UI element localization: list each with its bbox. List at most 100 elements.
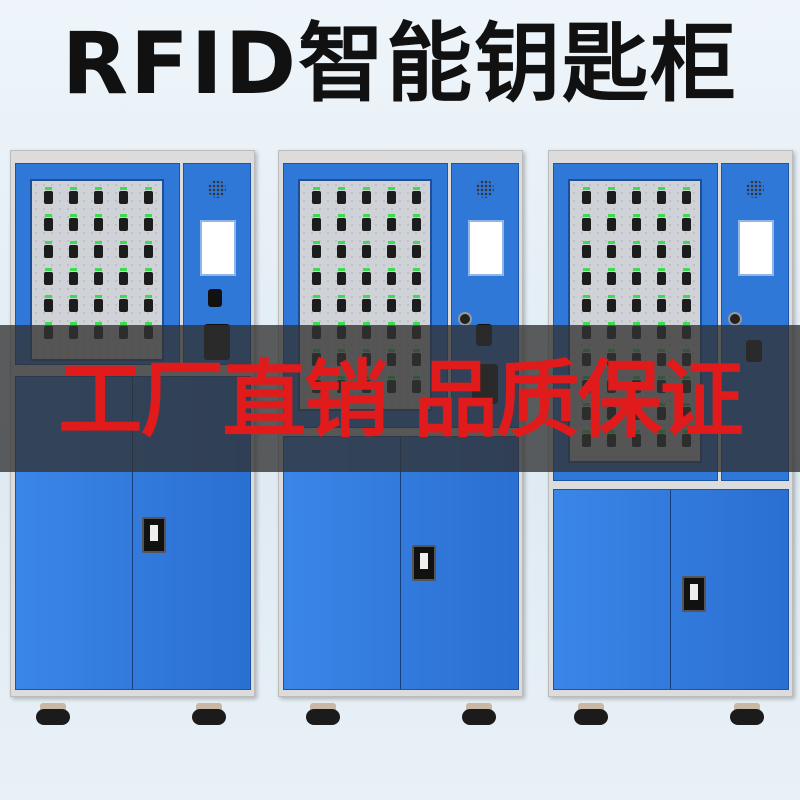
- key-slot: [69, 241, 78, 258]
- key-slot: [144, 295, 153, 312]
- key-slot: [362, 214, 371, 231]
- key-slot: [69, 295, 78, 312]
- key-slot: [362, 241, 371, 258]
- key-slot: [412, 268, 421, 285]
- key-slot: [312, 214, 321, 231]
- lock-icon[interactable]: [728, 312, 742, 326]
- caster-wheel-icon: [462, 703, 496, 725]
- touch-screen[interactable]: [200, 220, 236, 276]
- key-slot: [119, 295, 128, 312]
- key-slot: [337, 241, 346, 258]
- key-slot: [657, 241, 666, 258]
- key-slot: [94, 268, 103, 285]
- caster-wheel-icon: [574, 703, 608, 725]
- key-slot: [412, 187, 421, 204]
- key-slot: [607, 295, 616, 312]
- key-slot: [387, 241, 396, 258]
- key-slot: [94, 241, 103, 258]
- key-slot: [412, 214, 421, 231]
- key-slot: [144, 214, 153, 231]
- touch-screen[interactable]: [738, 220, 774, 276]
- key-slot: [144, 187, 153, 204]
- key-slot: [312, 187, 321, 204]
- key-slot: [607, 268, 616, 285]
- key-slot: [582, 268, 591, 285]
- key-slot: [144, 241, 153, 258]
- key-slot: [632, 295, 641, 312]
- key-slot: [657, 214, 666, 231]
- caster-wheel-icon: [36, 703, 70, 725]
- door-seam: [132, 377, 133, 689]
- key-slot: [387, 268, 396, 285]
- caster-wheel-icon: [730, 703, 764, 725]
- key-slot: [119, 268, 128, 285]
- banner-slogan: 工厂直销 品质保证: [58, 351, 743, 449]
- key-slot: [312, 268, 321, 285]
- key-slot: [412, 295, 421, 312]
- key-slot: [387, 295, 396, 312]
- speaker-icon: [476, 180, 494, 198]
- key-slot: [119, 241, 128, 258]
- lower-door-right: [553, 489, 789, 690]
- key-slot: [632, 214, 641, 231]
- key-slot: [44, 295, 53, 312]
- card-reader-icon[interactable]: [208, 289, 222, 307]
- key-slot: [94, 214, 103, 231]
- key-slot: [69, 268, 78, 285]
- key-slot: [582, 214, 591, 231]
- key-slot: [387, 187, 396, 204]
- banner-overlay: [0, 325, 800, 472]
- key-slot: [412, 241, 421, 258]
- key-slot: [632, 268, 641, 285]
- key-slot: [582, 295, 591, 312]
- lower-door-middle: [283, 436, 519, 690]
- door-handle-icon[interactable]: [142, 517, 166, 553]
- key-slot: [682, 187, 691, 204]
- key-slot: [657, 295, 666, 312]
- key-slot: [119, 214, 128, 231]
- key-slot: [44, 268, 53, 285]
- key-slot: [657, 187, 666, 204]
- door-handle-icon[interactable]: [682, 576, 706, 612]
- speaker-icon: [208, 180, 226, 198]
- key-slot: [337, 187, 346, 204]
- speaker-icon: [746, 180, 764, 198]
- key-slot: [44, 214, 53, 231]
- key-slot: [607, 241, 616, 258]
- key-slot: [119, 187, 128, 204]
- key-slot: [682, 268, 691, 285]
- key-slot: [657, 268, 666, 285]
- key-slot: [312, 241, 321, 258]
- key-slot: [607, 187, 616, 204]
- key-slot: [94, 187, 103, 204]
- caster-wheel-icon: [192, 703, 226, 725]
- key-slot: [94, 295, 103, 312]
- key-slot: [632, 241, 641, 258]
- key-slot: [682, 214, 691, 231]
- touch-screen[interactable]: [468, 220, 504, 276]
- key-slot: [337, 295, 346, 312]
- key-slot: [69, 214, 78, 231]
- key-slot: [682, 241, 691, 258]
- key-slot: [632, 187, 641, 204]
- door-handle-icon[interactable]: [412, 545, 436, 581]
- door-seam: [400, 437, 401, 689]
- caster-wheel-icon: [306, 703, 340, 725]
- door-seam: [670, 490, 671, 689]
- key-slot: [362, 187, 371, 204]
- key-slot: [69, 187, 78, 204]
- key-slot: [362, 295, 371, 312]
- key-slot: [387, 214, 396, 231]
- key-slot: [312, 295, 321, 312]
- key-slot: [44, 187, 53, 204]
- key-slot: [582, 241, 591, 258]
- key-slot: [582, 187, 591, 204]
- key-slot: [362, 268, 371, 285]
- key-slot: [607, 214, 616, 231]
- product-title: RFID智能钥匙柜: [61, 14, 739, 114]
- key-slot: [337, 268, 346, 285]
- key-slot: [337, 214, 346, 231]
- lock-icon[interactable]: [458, 312, 472, 326]
- key-slot: [144, 268, 153, 285]
- key-slot: [44, 241, 53, 258]
